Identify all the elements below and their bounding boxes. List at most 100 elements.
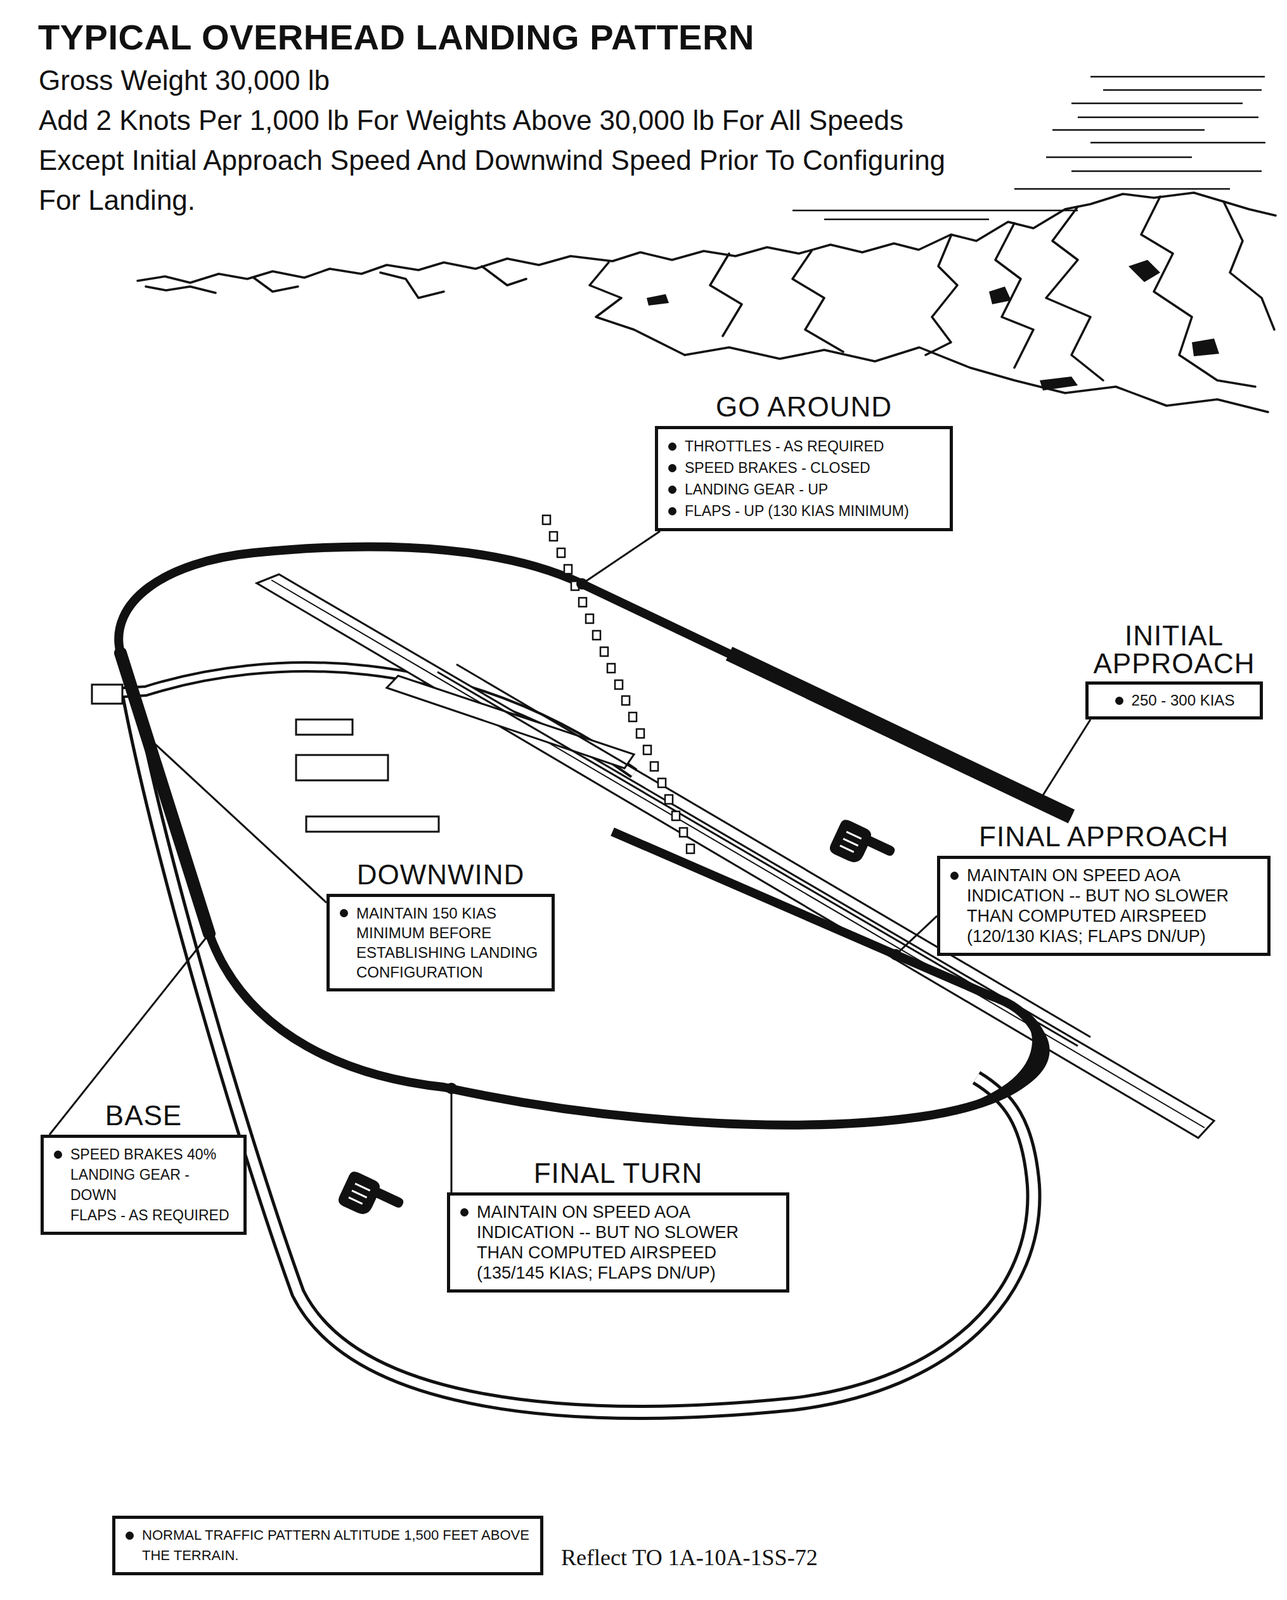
mountain-sketch bbox=[589, 262, 685, 356]
note-text: Gross Weight 30,000 lb bbox=[38, 60, 863, 101]
approach-lights bbox=[621, 696, 630, 705]
callout-box: DOWNWIND MAINTAIN 150 KIAS MINIMUM BEFORE… bbox=[326, 859, 555, 992]
box-heading: DOWNWIND bbox=[326, 859, 555, 891]
approach-lights bbox=[542, 515, 551, 525]
leader-line bbox=[450, 1088, 453, 1193]
callout-box: FINAL APPROACH MAINTAIN ON SPEED AOA INDI… bbox=[937, 821, 1271, 957]
pointing-hand bbox=[840, 831, 862, 853]
approach-lights bbox=[686, 844, 695, 854]
leader-line bbox=[1039, 719, 1091, 802]
mountain-sketch bbox=[145, 286, 216, 293]
bullet-text: SPEED BRAKES - CLOSED bbox=[684, 459, 871, 477]
bullet-text: FLAPS - UP (130 KIAS MINIMUM) bbox=[684, 502, 910, 520]
approach-lights bbox=[665, 795, 673, 804]
approach-lights bbox=[614, 680, 623, 690]
approach-lights bbox=[549, 531, 558, 541]
mountain-shading bbox=[1039, 376, 1078, 391]
callout-box: NORMAL TRAFFIC PATTERN ALTITUDE 1,500 FE… bbox=[112, 1515, 544, 1576]
cloud-lines bbox=[1077, 116, 1259, 119]
callout-box: INITIAL APPROACH 250 - 300 KIAS bbox=[1085, 621, 1263, 720]
mountain-sketch bbox=[137, 192, 1276, 413]
bullet-item: MAINTAIN ON SPEED AOA INDICATION -- BUT … bbox=[949, 865, 1259, 947]
mountain-sketch bbox=[710, 253, 742, 337]
runway bbox=[91, 684, 123, 704]
bullet-item: LANDING GEAR - DOWN bbox=[52, 1164, 235, 1206]
callout-frame: NORMAL TRAFFIC PATTERN ALTITUDE 1,500 FE… bbox=[112, 1515, 544, 1576]
approach-lights bbox=[679, 827, 688, 837]
mountain-sketch bbox=[1046, 206, 1104, 381]
bullet-text: THROTTLES - AS REQUIRED bbox=[684, 438, 884, 455]
apron bbox=[306, 816, 439, 832]
bullet-item: MAINTAIN 150 KIAS MINIMUM BEFORE ESTABLI… bbox=[338, 903, 543, 983]
callout-box: FINAL TURNMAINTAIN ON SPEED AOA INDICATI… bbox=[446, 1158, 790, 1293]
box-heading: INITIAL APPROACH bbox=[1085, 621, 1263, 678]
cloud-lines bbox=[1090, 76, 1265, 78]
leader-line bbox=[147, 736, 327, 903]
bullet-item: SPEED BRAKES 40% bbox=[52, 1144, 235, 1165]
runway bbox=[271, 580, 1205, 1128]
note-text: Add 2 Knots Per 1,000 lb For Weights Abo… bbox=[38, 100, 952, 220]
position-dot bbox=[203, 928, 215, 940]
mountain-sketch bbox=[1223, 201, 1275, 330]
cloud-lines bbox=[1103, 89, 1262, 92]
approach-lights bbox=[557, 548, 565, 558]
mountain-sketch bbox=[792, 251, 844, 352]
mountain-sketch bbox=[380, 272, 444, 298]
bullet-text: SPEED BRAKES 40% bbox=[70, 1146, 217, 1163]
position-dot bbox=[890, 949, 902, 961]
cloud-lines bbox=[1090, 142, 1266, 144]
bullet-text: MAINTAIN ON SPEED AOA INDICATION -- BUT … bbox=[966, 866, 1229, 946]
perimeter-road bbox=[126, 684, 1035, 1413]
bullet-item: FLAPS - AS REQUIRED bbox=[52, 1205, 235, 1226]
pointing-hand bbox=[336, 1169, 408, 1229]
leader-line bbox=[895, 916, 938, 955]
cloud-lines bbox=[1052, 129, 1205, 132]
approach-lights bbox=[607, 663, 615, 673]
mountain-shading bbox=[646, 294, 669, 306]
pointing-hand bbox=[336, 1169, 408, 1229]
callout-frame: MAINTAIN 150 KIAS MINIMUM BEFORE ESTABLI… bbox=[326, 893, 555, 992]
landing-pattern bbox=[118, 546, 1072, 1125]
callout-frame: MAINTAIN ON SPEED AOA INDICATION -- BUT … bbox=[937, 855, 1271, 957]
bullet-text: FLAPS - AS REQUIRED bbox=[70, 1207, 230, 1224]
landing-pattern bbox=[729, 653, 1072, 817]
title: TYPICAL OVERHEAD LANDING PATTERN bbox=[38, 16, 755, 58]
pointing-hand bbox=[348, 1183, 371, 1205]
approach-lights bbox=[600, 647, 608, 657]
apron bbox=[296, 755, 389, 781]
bullet bbox=[668, 485, 677, 494]
bullet-item: FLAPS - UP (130 KIAS MINIMUM) bbox=[666, 500, 941, 522]
callout-box: BASESPEED BRAKES 40%LANDING GEAR - DOWNF… bbox=[40, 1100, 247, 1236]
box-heading: FINAL APPROACH bbox=[937, 821, 1271, 853]
bullet-item: SPEED BRAKES - CLOSED bbox=[666, 457, 941, 479]
bullet bbox=[125, 1531, 134, 1540]
mountain-sketch bbox=[1141, 196, 1256, 387]
runway bbox=[386, 675, 634, 769]
landing-pattern bbox=[120, 653, 210, 934]
position-dot bbox=[445, 1082, 458, 1095]
mountain-sketch bbox=[481, 266, 527, 286]
bullet-text: LANDING GEAR - DOWN bbox=[70, 1166, 190, 1204]
pointing-hand bbox=[827, 817, 899, 877]
approach-lights bbox=[585, 614, 594, 624]
mountain-shading bbox=[1191, 338, 1220, 357]
bullet bbox=[339, 909, 349, 918]
mountain-sketch bbox=[925, 235, 958, 356]
cloud-lines bbox=[1071, 102, 1243, 105]
bullet bbox=[668, 507, 677, 516]
bullet-item: 250 - 300 KIAS bbox=[1113, 691, 1236, 711]
apron bbox=[296, 719, 439, 832]
cloud-lines bbox=[792, 209, 1078, 212]
landing-pattern bbox=[919, 995, 1050, 1118]
bullet bbox=[668, 464, 677, 473]
perimeter-road bbox=[126, 684, 1035, 1413]
bullet-item: THROTTLES - AS REQUIRED bbox=[666, 435, 941, 458]
apron bbox=[296, 719, 353, 735]
approach-lights bbox=[636, 729, 645, 738]
position-dot bbox=[141, 730, 153, 743]
approach-lights bbox=[628, 712, 637, 722]
bullet-item: LANDING GEAR - UP bbox=[666, 478, 941, 501]
approach-lights bbox=[592, 630, 601, 640]
bullet-text: LANDING GEAR - UP bbox=[684, 481, 828, 498]
